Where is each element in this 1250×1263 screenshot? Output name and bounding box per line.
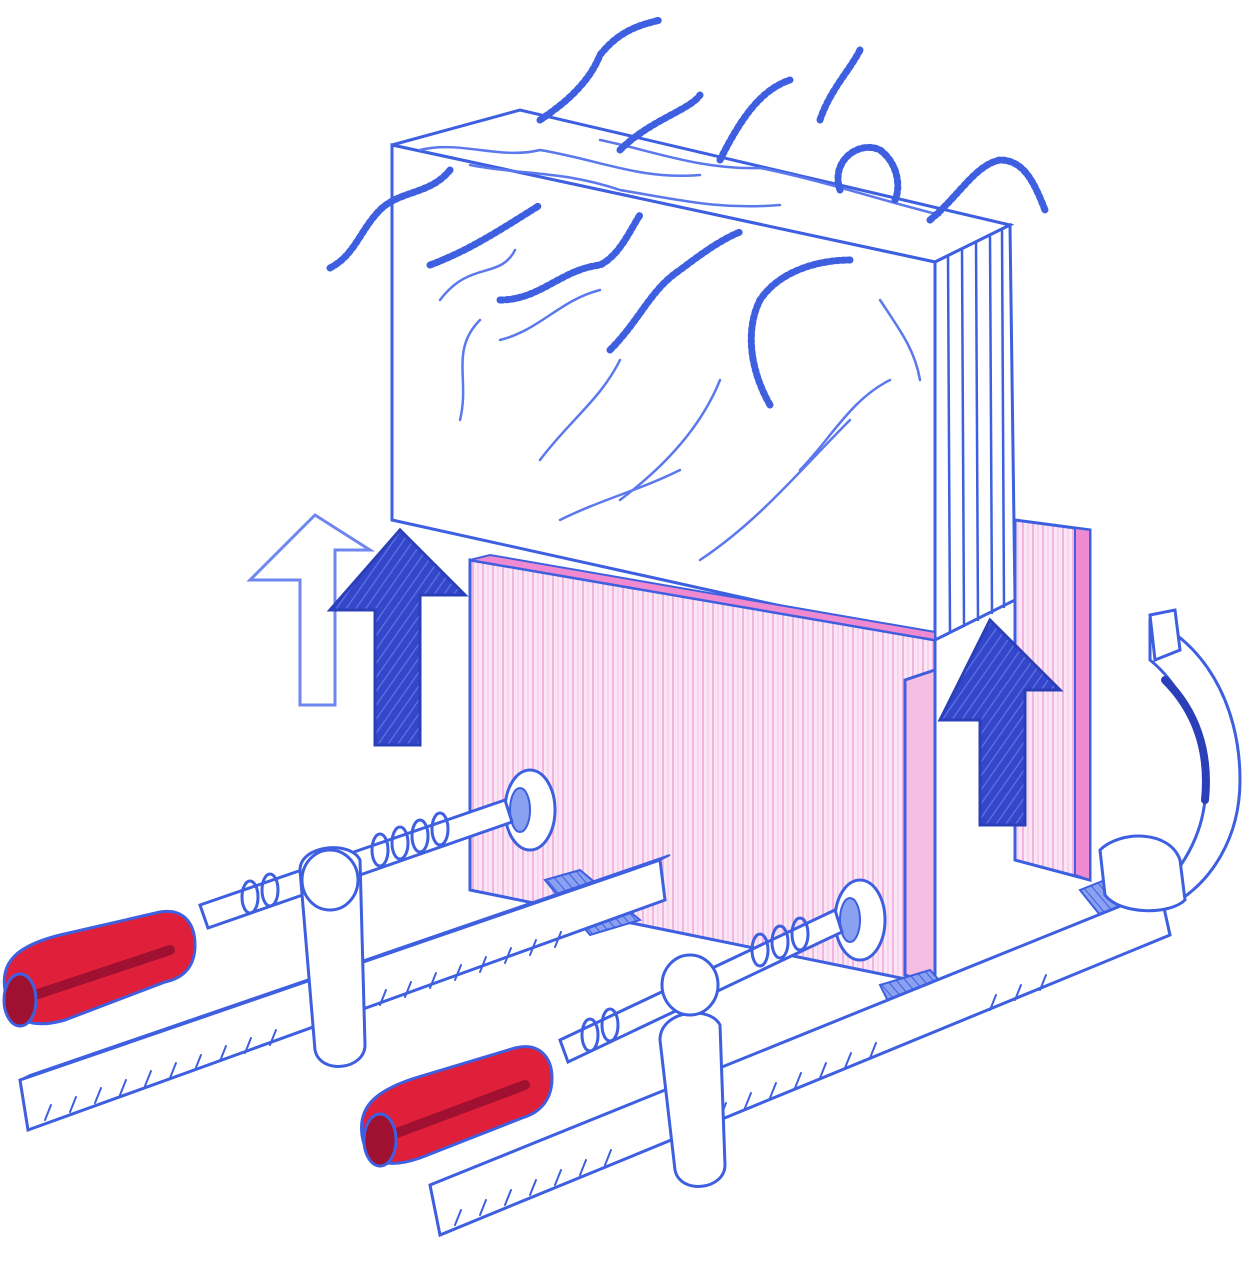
right-rear-clamp-jaw [1100, 836, 1185, 911]
arrow-up-filled-icon [330, 530, 465, 745]
left-clamp-handle [4, 911, 195, 1026]
